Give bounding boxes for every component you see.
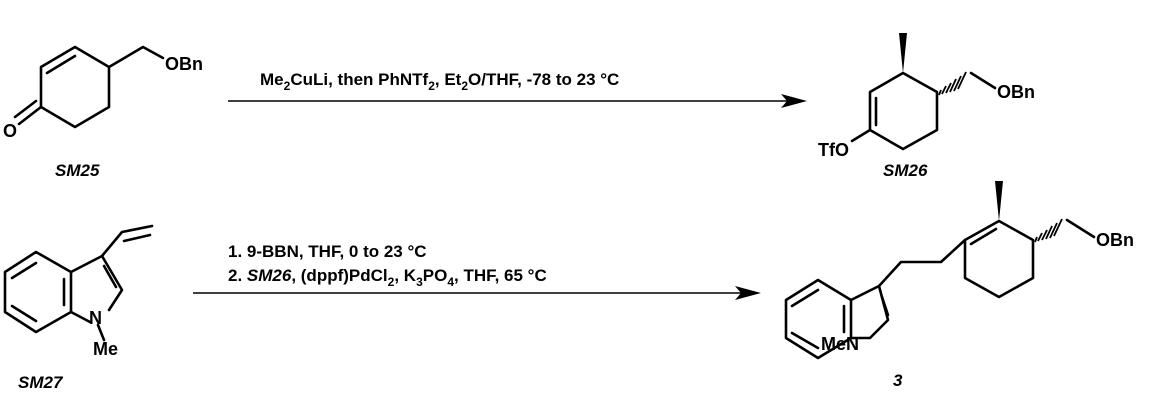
sm26-label: SM26 (883, 161, 928, 180)
sm26-methyl-wedge (899, 33, 907, 73)
step2-line2: 2. SM26, (dppf)PdCl2, K3PO4, THF, 65 °C (228, 266, 547, 289)
sm27-benz-db-2 (10, 304, 38, 323)
step2-line1: 1. 9-BBN, THF, 0 to 23 °C (228, 242, 427, 261)
sm25-bonds (39, 45, 165, 129)
p3-atom-men: MeN (821, 334, 859, 354)
sm27-vinyl-db (122, 233, 152, 243)
compound-sm25: O OBn SM25 (3, 45, 203, 180)
sm26-atom-obn: OBn (997, 82, 1035, 102)
compound-sm27: N Me SM27 (3, 224, 154, 392)
sm26-c-otf (850, 128, 872, 143)
p3-pyrrole-db (880, 295, 890, 317)
sm27-vinyl (100, 224, 154, 258)
sm27-pyrrole-db (102, 264, 118, 289)
sm26-ch2o (969, 71, 997, 90)
p3-hash-bond (1034, 218, 1063, 243)
sm26-hash-bond (938, 71, 967, 96)
sm27-n-me (96, 323, 106, 342)
sm25-label: SM25 (55, 161, 100, 180)
sm25-alkene-inner (45, 54, 77, 75)
p3-methyl-wedge (995, 181, 1003, 221)
reaction-arrow-2 (193, 286, 761, 300)
sm27-atom-me: Me (93, 339, 118, 359)
p3-benz-db-1 (790, 288, 820, 308)
sm25-carbonyl-2 (13, 99, 38, 119)
sm27-benzene (3, 250, 73, 334)
p3-ring-db (969, 227, 998, 246)
p3-pyrrole (849, 284, 890, 340)
compound-sm26: TfO OBn SM26 (818, 33, 1035, 180)
step1-conditions: Me2CuLi, then PhNTf2, Et2O/THF, -78 to 2… (260, 70, 619, 93)
p3-label: 3 (893, 371, 903, 390)
sm27-atom-n: N (89, 308, 102, 328)
p3-cyclohexene (963, 219, 1035, 299)
p3-ch2o (1065, 218, 1096, 239)
compound-3: MeN OBn 3 (784, 181, 1134, 390)
sm25-atom-o: O (3, 121, 17, 141)
p3-ethyl-chain (877, 238, 967, 288)
sm25-carbonyl-1 (17, 105, 43, 126)
sm25-atom-obn: OBn (165, 54, 203, 74)
sm27-benz-db-1 (10, 261, 38, 280)
sm27-label: SM27 (18, 373, 64, 392)
reaction-arrow-1 (228, 94, 807, 108)
p3-atom-obn: OBn (1096, 230, 1134, 250)
sm26-atom-tfo: TfO (818, 140, 849, 160)
p3-benz-db-2 (790, 331, 820, 350)
sm27-pyrrole (69, 254, 124, 324)
sm26-ring (868, 71, 939, 151)
